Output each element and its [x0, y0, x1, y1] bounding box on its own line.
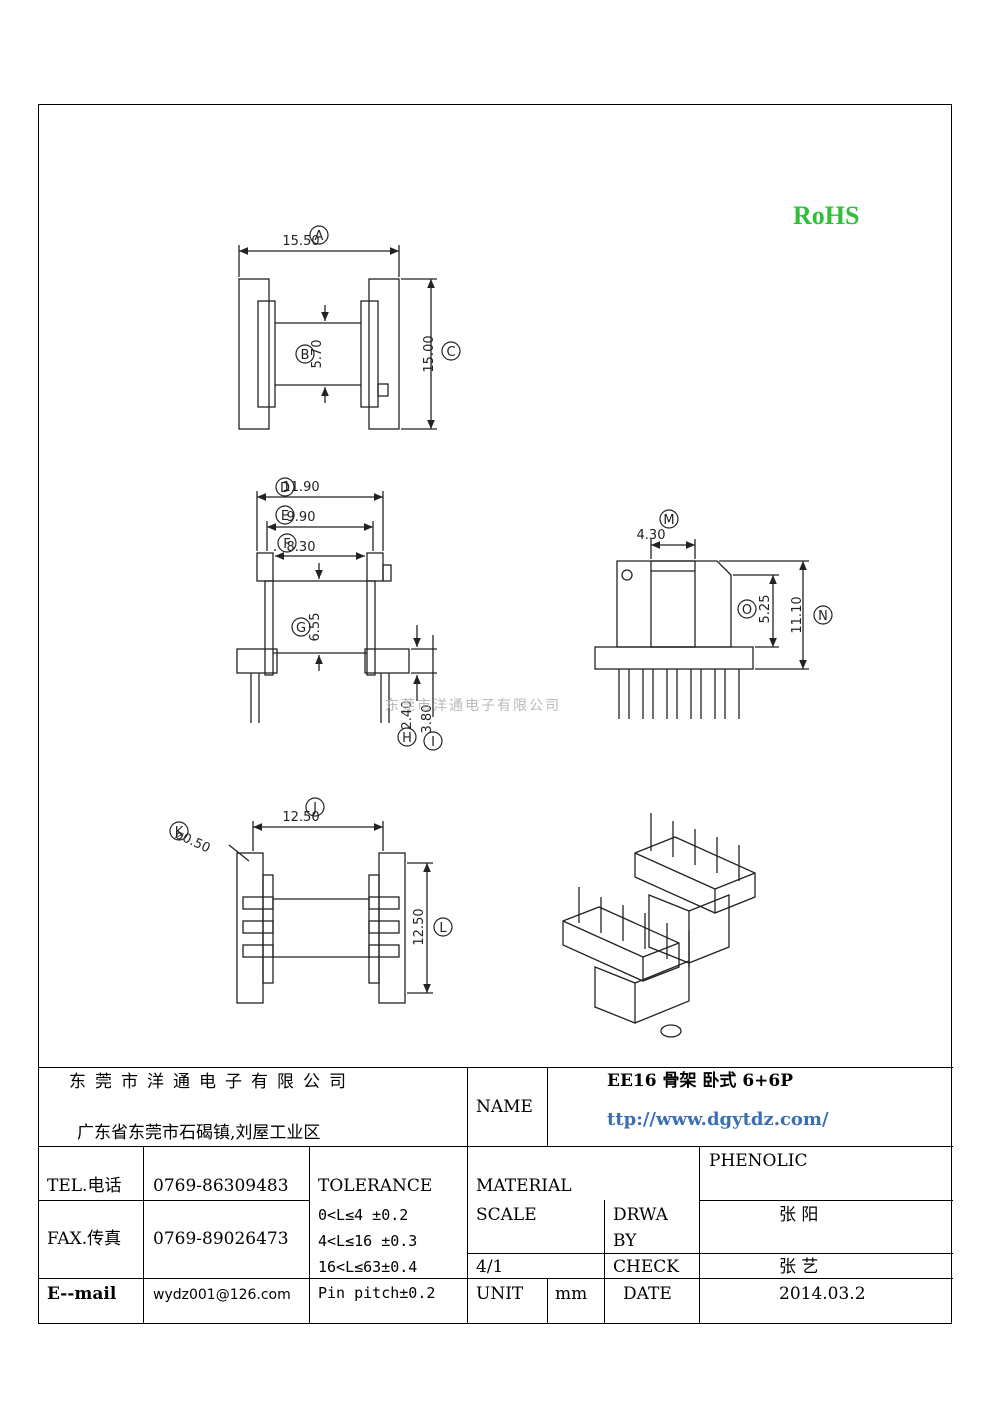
dimension-value-m: 4.30 [637, 528, 666, 543]
drawn-by-value: 张 阳 [779, 1205, 819, 1225]
tel-value: 0769-86309483 [153, 1176, 289, 1196]
dimension-value-b: 5.70 [310, 340, 325, 369]
dimension-tag-circle-c [441, 341, 461, 361]
dimension-tag-circle-e [275, 505, 295, 525]
scale-label: SCALE [476, 1205, 537, 1225]
dimension-tag-l: L [439, 921, 447, 936]
material-label: MATERIAL [476, 1176, 572, 1196]
unit-label: UNIT [476, 1284, 524, 1304]
dimension-value-h: 2.40 [400, 701, 415, 730]
dimension-value-g: 6.55 [308, 613, 323, 642]
company-name: 东莞市洋通电子有限公司 [69, 1072, 355, 1092]
dimension-tag-circle-j [305, 797, 325, 817]
date-label: DATE [623, 1284, 672, 1304]
dimension-value-d: 11.90 [282, 480, 319, 495]
dimension-tag-k: K [175, 825, 184, 840]
tolerance-line: 16<L≤63±0.4 [318, 1258, 418, 1276]
dimension-tag-circle-o [737, 599, 757, 619]
email-label: E--mail [47, 1284, 117, 1304]
title-block: 东莞市洋通电子有限公司 广东省东莞市石碣镇,刘屋工业区 NAME EE16 骨架… [39, 1067, 953, 1325]
dimension-value-e: 9.90 [287, 510, 316, 525]
isometric-view [562, 813, 756, 1038]
dimension-value-k: ø0.50 [173, 827, 213, 856]
dimension-tag-j: J [312, 801, 317, 816]
dimension-tag-circle-m [659, 509, 679, 529]
dimension-value-i: 3.80 [420, 705, 435, 734]
dimension-tag-circle-i [423, 731, 443, 751]
dimension-tag-circle-f [277, 533, 297, 553]
dimension-tag-e: E [281, 509, 289, 524]
watermark: 东莞市洋通电子有限公司 [385, 698, 561, 714]
dimension-tag-circle-g [291, 617, 311, 637]
dimension-value-n: 11.10 [790, 596, 805, 633]
tolerance-label: TOLERANCE [318, 1176, 433, 1196]
dimension-tag-circle-b [295, 344, 315, 364]
dimension-value-f: 8.30 [287, 540, 316, 555]
dimension-tag-m: M [663, 513, 674, 528]
top-view [238, 245, 437, 430]
dimension-tag-d: D [280, 481, 290, 496]
dimension-tag-n: N [818, 609, 828, 624]
company-address: 广东省东莞市石碣镇,刘屋工业区 [77, 1123, 321, 1143]
dimension-tag-circle-l [433, 917, 453, 937]
drawn-by-label: DRWA [613, 1205, 668, 1225]
tolerance-line: 4<L≤16 ±0.3 [318, 1232, 418, 1250]
dimension-tag-h: H [402, 731, 412, 746]
dimension-tag-b: B [301, 348, 310, 363]
drawn-by-label: BY [613, 1231, 637, 1251]
name-label: NAME [476, 1097, 533, 1117]
dimension-tag-circle-h [397, 727, 417, 747]
dimension-tag-g: G [296, 621, 306, 636]
tolerance-line: Pin pitch±0.2 [318, 1284, 436, 1302]
front-view [236, 491, 437, 723]
unit-value: mm [555, 1284, 588, 1304]
dimension-tag-circle-k [169, 821, 189, 841]
date-value: 2014.03.2 [779, 1284, 866, 1304]
dimension-value-c: 15.00 [422, 335, 437, 372]
dimension-tag-c: C [446, 345, 455, 360]
dimension-tag-i: I [431, 735, 435, 750]
dimension-tag-circle-d [275, 477, 295, 497]
tel-label: TEL.电话 [47, 1176, 122, 1196]
dimension-value-o: 5.25 [758, 595, 773, 624]
email-value[interactable]: wydz001@126.com [153, 1287, 291, 1303]
tolerance-line: 0<L≤4 ±0.2 [318, 1206, 409, 1224]
bottom-view [228, 821, 433, 1004]
dimension-tag-circle-n [813, 605, 833, 625]
material-value: PHENOLIC [709, 1151, 808, 1171]
dimension-tag-a: A [315, 229, 324, 244]
check-label: CHECK [613, 1257, 679, 1277]
fax-label: FAX.传真 [47, 1229, 122, 1249]
dimension-value-a: 15.50 [282, 234, 319, 249]
dimension-tag-o: O [742, 603, 752, 618]
dimension-tag-circle-a [309, 225, 329, 245]
check-value: 张 艺 [779, 1257, 819, 1277]
fax-value: 0769-89026473 [153, 1229, 289, 1249]
dimension-value-l: 12.50 [412, 908, 427, 945]
website-link[interactable]: ttp://www.dgytdz.com/ [607, 1109, 829, 1130]
rohs-mark: RoHS [793, 201, 860, 230]
dimension-tag-f: F [283, 537, 290, 552]
dimension-value-j: 12.50 [282, 810, 319, 825]
scale-value: 4/1 [476, 1257, 504, 1277]
side-view [594, 539, 809, 719]
part-name: EE16 骨架 卧式 6+6P [607, 1071, 794, 1091]
